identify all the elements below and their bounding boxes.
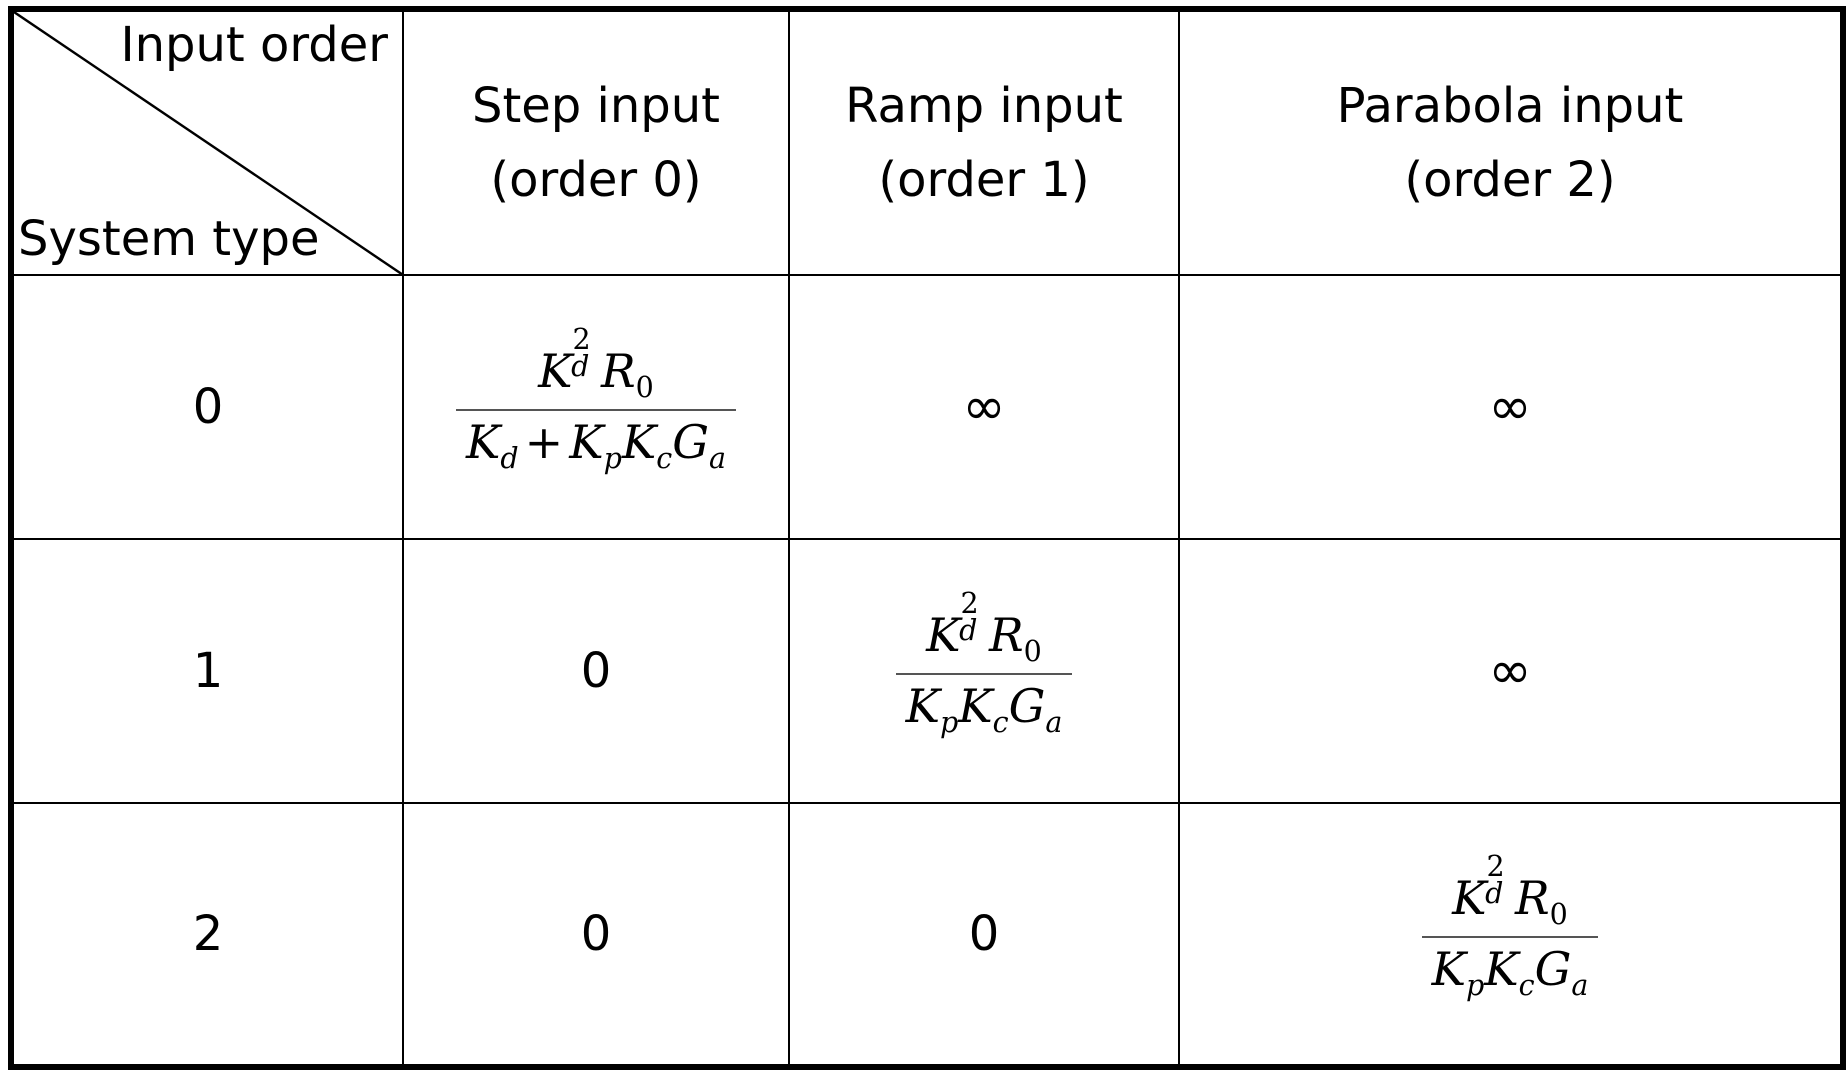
math-sub-p: p <box>1465 968 1485 1002</box>
fraction-denominator: KpKcGa <box>896 675 1073 738</box>
cell-type0-ramp: ∞ <box>788 274 1180 541</box>
math-sub-p: p <box>603 441 622 475</box>
math-sup-2: 2 <box>1486 850 1505 883</box>
math-sub-a: a <box>708 441 726 475</box>
cell-type1-parabola: ∞ <box>1178 538 1844 805</box>
math-sub-a: a <box>1571 968 1589 1002</box>
math-K: K <box>1452 870 1487 925</box>
math-sup-2: 2 <box>960 587 979 621</box>
math-sub-0: 0 <box>635 371 654 405</box>
math-sub-0: 0 <box>1023 635 1042 669</box>
row-label-system-type-0: 0 <box>10 274 404 541</box>
math-sub-d: d <box>1485 876 1504 910</box>
column-header-step-input: Step input (order 0) <box>402 7 790 277</box>
column-header-step-input-line2: (order 0) <box>490 152 702 209</box>
math-sub-a: a <box>1045 705 1063 739</box>
math-K: K <box>569 414 604 469</box>
column-header-ramp-input-line2: (order 1) <box>878 152 1090 209</box>
math-K: K <box>466 414 501 469</box>
math-K: K <box>1484 941 1519 996</box>
math-sub-d: d <box>571 349 590 383</box>
column-header-ramp-input: Ramp input (order 1) <box>788 7 1180 277</box>
math-G: G <box>1534 941 1572 996</box>
corner-label-input-order: Input order <box>120 17 388 73</box>
math-sub-c: c <box>656 441 673 475</box>
column-header-parabola-input-line2: (order 2) <box>1404 152 1616 209</box>
math-sub-c: c <box>1518 968 1535 1002</box>
corner-label-system-type: System type <box>18 210 320 267</box>
math-K: K <box>538 344 573 398</box>
math-K: K <box>621 414 657 469</box>
math-K: K <box>958 678 993 733</box>
math-R: R <box>1515 870 1550 925</box>
math-sup-2: 2 <box>572 323 591 357</box>
math-sub-p: p <box>939 705 959 739</box>
column-header-step-input-line1: Step input <box>471 77 720 134</box>
fraction-denominator: KpKcGa <box>1422 938 1599 1001</box>
cell-type2-step: 0 <box>402 802 790 1068</box>
math-sub-d: d <box>500 441 519 475</box>
corner-header-cell: Input order System type <box>10 7 404 277</box>
math-K: K <box>1431 941 1466 996</box>
row-label-system-type-1: 1 <box>10 538 404 805</box>
math-sub-c: c <box>992 705 1009 739</box>
row-label-system-type-2: 2 <box>10 802 404 1068</box>
math-R: R <box>601 344 636 398</box>
cell-type1-step: 0 <box>402 538 790 805</box>
math-R: R <box>989 607 1024 662</box>
column-header-parabola-input: Parabola input (order 2) <box>1178 7 1844 277</box>
cell-type2-ramp: 0 <box>788 802 1180 1068</box>
math-G: G <box>1008 678 1046 733</box>
math-sub-0: 0 <box>1549 898 1568 932</box>
column-header-parabola-input-line1: Parabola input <box>1336 77 1684 134</box>
fraction-denominator: Kd+KpKcGa <box>456 411 736 474</box>
math-plus: + <box>524 414 564 469</box>
math-K: K <box>926 607 961 662</box>
table-header-row: Input order System type Step input (orde… <box>10 7 1844 277</box>
column-header-ramp-input-line1: Ramp input <box>845 77 1123 134</box>
steady-state-error-table: Input order System type Step input (orde… <box>8 6 1846 1070</box>
math-sub-d: d <box>959 613 978 647</box>
math-G: G <box>672 414 709 469</box>
math-K: K <box>905 678 940 733</box>
cell-type0-parabola: ∞ <box>1178 274 1844 541</box>
